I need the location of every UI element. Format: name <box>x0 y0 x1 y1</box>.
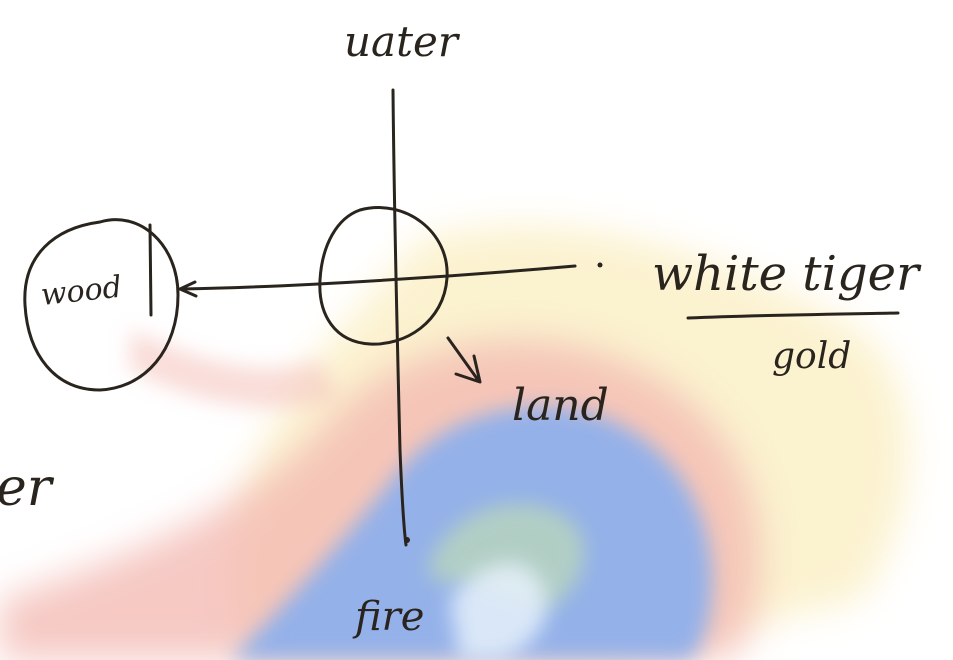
pink-streak <box>130 330 340 409</box>
label-land: land <box>512 380 609 431</box>
dot-right <box>597 262 603 268</box>
label-gold: gold <box>772 336 851 377</box>
horizontal-axis-line <box>180 264 577 291</box>
land-arrow-icon <box>446 336 482 384</box>
dot-bottom <box>404 537 410 543</box>
ink-drawing <box>23 88 900 547</box>
label-fire: fire <box>352 594 424 640</box>
label-edge-fragment: er <box>0 458 55 518</box>
light-highlight <box>450 562 547 660</box>
vertical-axis-line <box>391 88 408 547</box>
center-circle <box>318 206 449 346</box>
gold-divider-line <box>686 311 900 320</box>
label-wood: wood <box>39 270 123 313</box>
left-arrowhead <box>178 280 198 298</box>
label-water: uater <box>344 17 461 66</box>
wood-vertical-stroke <box>148 223 153 317</box>
watercolor-wash <box>0 225 909 660</box>
wood-circle <box>23 218 180 392</box>
label-white-tiger: white tiger <box>652 246 922 302</box>
